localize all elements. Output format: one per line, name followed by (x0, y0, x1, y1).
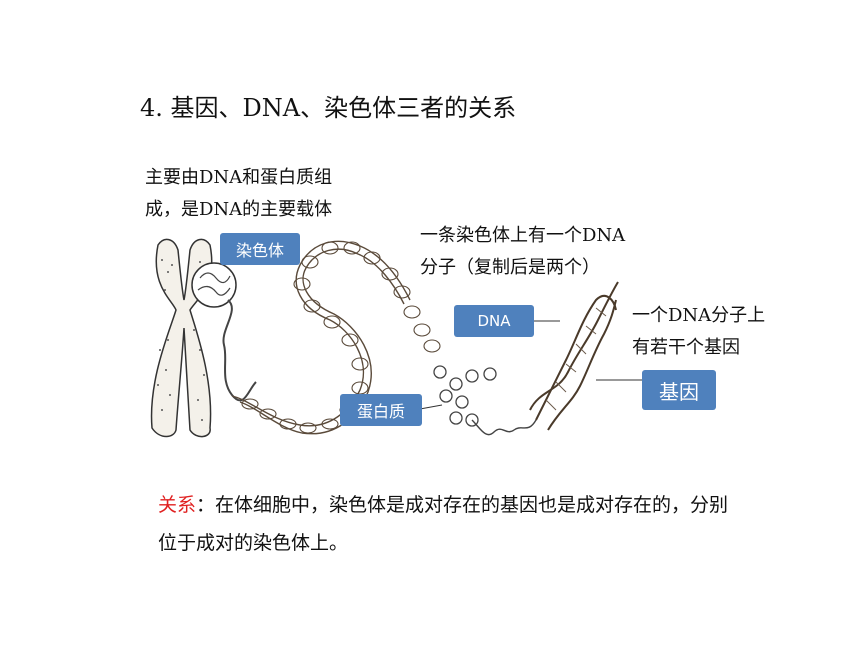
gene-note-line1: 一个DNA分子上 (632, 305, 766, 326)
gene-note-line2: 有若干个基因 (632, 337, 740, 358)
relation-colon: ： (196, 494, 216, 516)
chromosome-note-line2: 成，是DNA的主要载体 (145, 199, 333, 220)
dna-note-line2: 分子（复制后是两个） (420, 257, 600, 278)
dna-note-line1: 一条染色体上有一个DNA (420, 225, 626, 246)
connector-lines (419, 320, 642, 410)
relation-label: 关系 (158, 494, 197, 516)
chromosome-note-line1: 主要由DNA和蛋白质组 (145, 167, 333, 188)
chromosome-tag: 染色体 (220, 233, 300, 265)
gene-tag: 基因 (642, 370, 716, 410)
protein-tag: 蛋白质 (340, 394, 422, 426)
dna-tag: DNA (454, 305, 534, 337)
chromosome-note: 主要由DNA和蛋白质组 成，是DNA的主要载体 (145, 162, 332, 226)
dna-helix (529, 281, 619, 431)
nucleosome-beads (433, 365, 497, 427)
gene-note: 一个DNA分子上 有若干个基因 (632, 300, 765, 364)
relation-text: 在体细胞中，染色体是成对存在的基因也是成对存在的，分别位于成对的染色体上。 (158, 494, 729, 554)
dna-rungs (545, 307, 607, 411)
magnifier-circle (191, 262, 237, 308)
page-title: 4. 基因、DNA、染色体三者的关系 (140, 94, 517, 122)
dna-note: 一条染色体上有一个DNA 分子（复制后是两个） (420, 220, 625, 284)
relation-statement: 关系：在体细胞中，染色体是成对存在的基因也是成对存在的，分别位于成对的染色体上。 (158, 486, 738, 562)
